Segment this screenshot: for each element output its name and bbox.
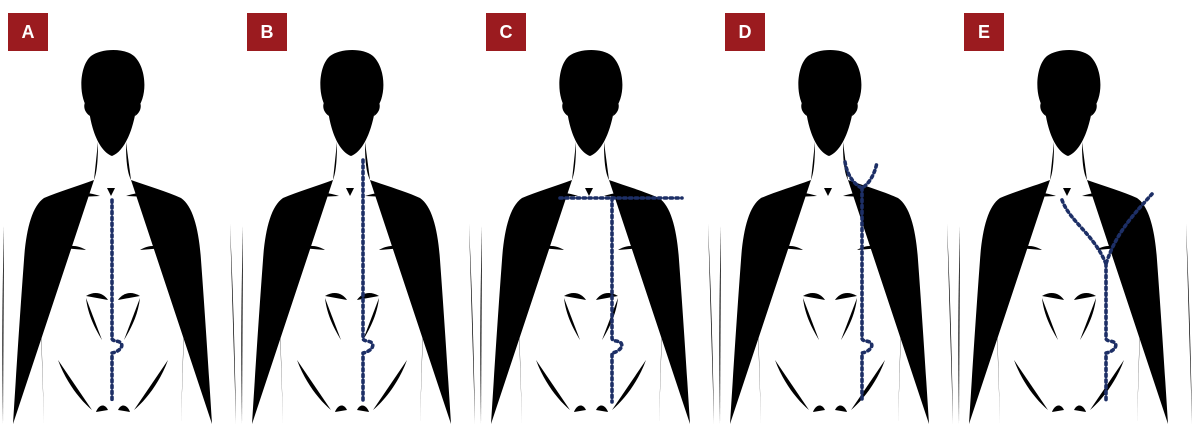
panel-a: A [0,0,239,424]
body-figure-c [478,0,717,424]
body-figure-a [0,0,239,424]
panel-d: D [717,0,956,424]
incision-line-a [112,200,122,402]
panel-label-a: A [8,13,48,51]
panel-label-b: B [247,13,287,51]
body-figure-b [239,0,478,424]
body-figure-e [956,0,1194,424]
panel-c: C [478,0,717,424]
panel-label-d: D [725,13,765,51]
panel-label-c: C [486,13,526,51]
panel-e: E [956,0,1194,424]
body-figure-d [717,0,956,424]
panel-label-e: E [964,13,1004,51]
panel-b: B [239,0,478,424]
